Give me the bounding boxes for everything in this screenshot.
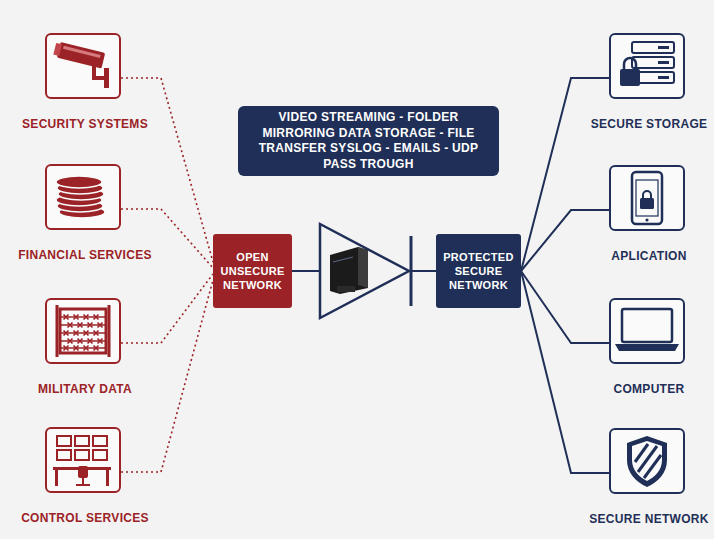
- coins-icon: [56, 176, 105, 218]
- abacus-icon: [57, 305, 109, 357]
- abacus-bead: [64, 346, 69, 351]
- abacus-bead: [88, 339, 93, 344]
- icon-box: FINANCIAL SERVICES: [45, 164, 121, 230]
- connector: [121, 274, 213, 343]
- abacus-bead: [94, 331, 99, 336]
- connector: [521, 210, 609, 271]
- phone-icon: [632, 172, 662, 224]
- storage-icon: [620, 42, 674, 86]
- connector: [521, 78, 609, 271]
- camera-icon: [53, 41, 109, 88]
- laptop-icon: [615, 309, 679, 351]
- connector: [521, 271, 609, 473]
- node-label: CONTROL SERVICES: [0, 511, 183, 525]
- node-label: MILITARY DATA: [0, 382, 183, 396]
- abacus-bead: [88, 323, 93, 328]
- appliance-picture: [330, 247, 368, 294]
- abacus-bead: [98, 339, 103, 344]
- icon-box: SECURITY SYSTEMS: [45, 33, 121, 99]
- abacus-bead: [74, 346, 79, 351]
- icon-grounds: [45, 33, 685, 494]
- icon-box: SECURE NETWORK: [609, 428, 685, 494]
- node-label: APLICATION: [551, 249, 714, 263]
- node-label: FINANCIAL SERVICES: [0, 248, 183, 262]
- icon-box: CONTROL SERVICES: [45, 427, 121, 493]
- shield-icon: [627, 436, 667, 487]
- abacus-bead: [94, 315, 99, 320]
- control-room-icon: [53, 436, 111, 486]
- node-label: COMPUTER: [551, 382, 714, 396]
- abacus-bead: [84, 346, 89, 351]
- icon-box: MILITARY DATA: [45, 298, 121, 364]
- icon-box: COMPUTER: [609, 298, 685, 364]
- abacus-bead: [68, 339, 73, 344]
- connector: [121, 280, 213, 472]
- node-label: SECURITY SYSTEMS: [0, 117, 183, 131]
- node-label: SECURE NETWORK: [551, 512, 714, 526]
- connector: [121, 78, 213, 262]
- node-text: PROTECTED SECURE NETWORK: [442, 250, 515, 293]
- icon-box: SECURE STORAGE: [609, 33, 685, 99]
- abacus-bead: [64, 315, 69, 320]
- abacus-bead: [94, 346, 99, 351]
- abacus-bead: [78, 323, 83, 328]
- node-text: VIDEO STREAMING - FOLDER MIRRORING DATA …: [244, 110, 493, 172]
- connector: [521, 271, 609, 343]
- protocol-box: VIDEO STREAMING - FOLDER MIRRORING DATA …: [238, 106, 499, 176]
- abacus-bead: [78, 339, 83, 344]
- abacus-bead: [84, 331, 89, 336]
- icon-box: APLICATION: [609, 165, 685, 231]
- abacus-bead: [74, 331, 79, 336]
- network-box: PROTECTED SECURE NETWORK: [436, 234, 521, 308]
- node-text: OPEN UNSECURE NETWORK: [219, 250, 286, 293]
- data-diode-symbol: [320, 224, 411, 318]
- abacus-bead: [98, 323, 103, 328]
- node-label: SECURE STORAGE: [551, 117, 714, 131]
- abacus-bead: [68, 323, 73, 328]
- abacus-bead: [74, 315, 79, 320]
- abacus-bead: [64, 331, 69, 336]
- network-box: OPEN UNSECURE NETWORK: [213, 234, 292, 308]
- abacus-bead: [84, 315, 89, 320]
